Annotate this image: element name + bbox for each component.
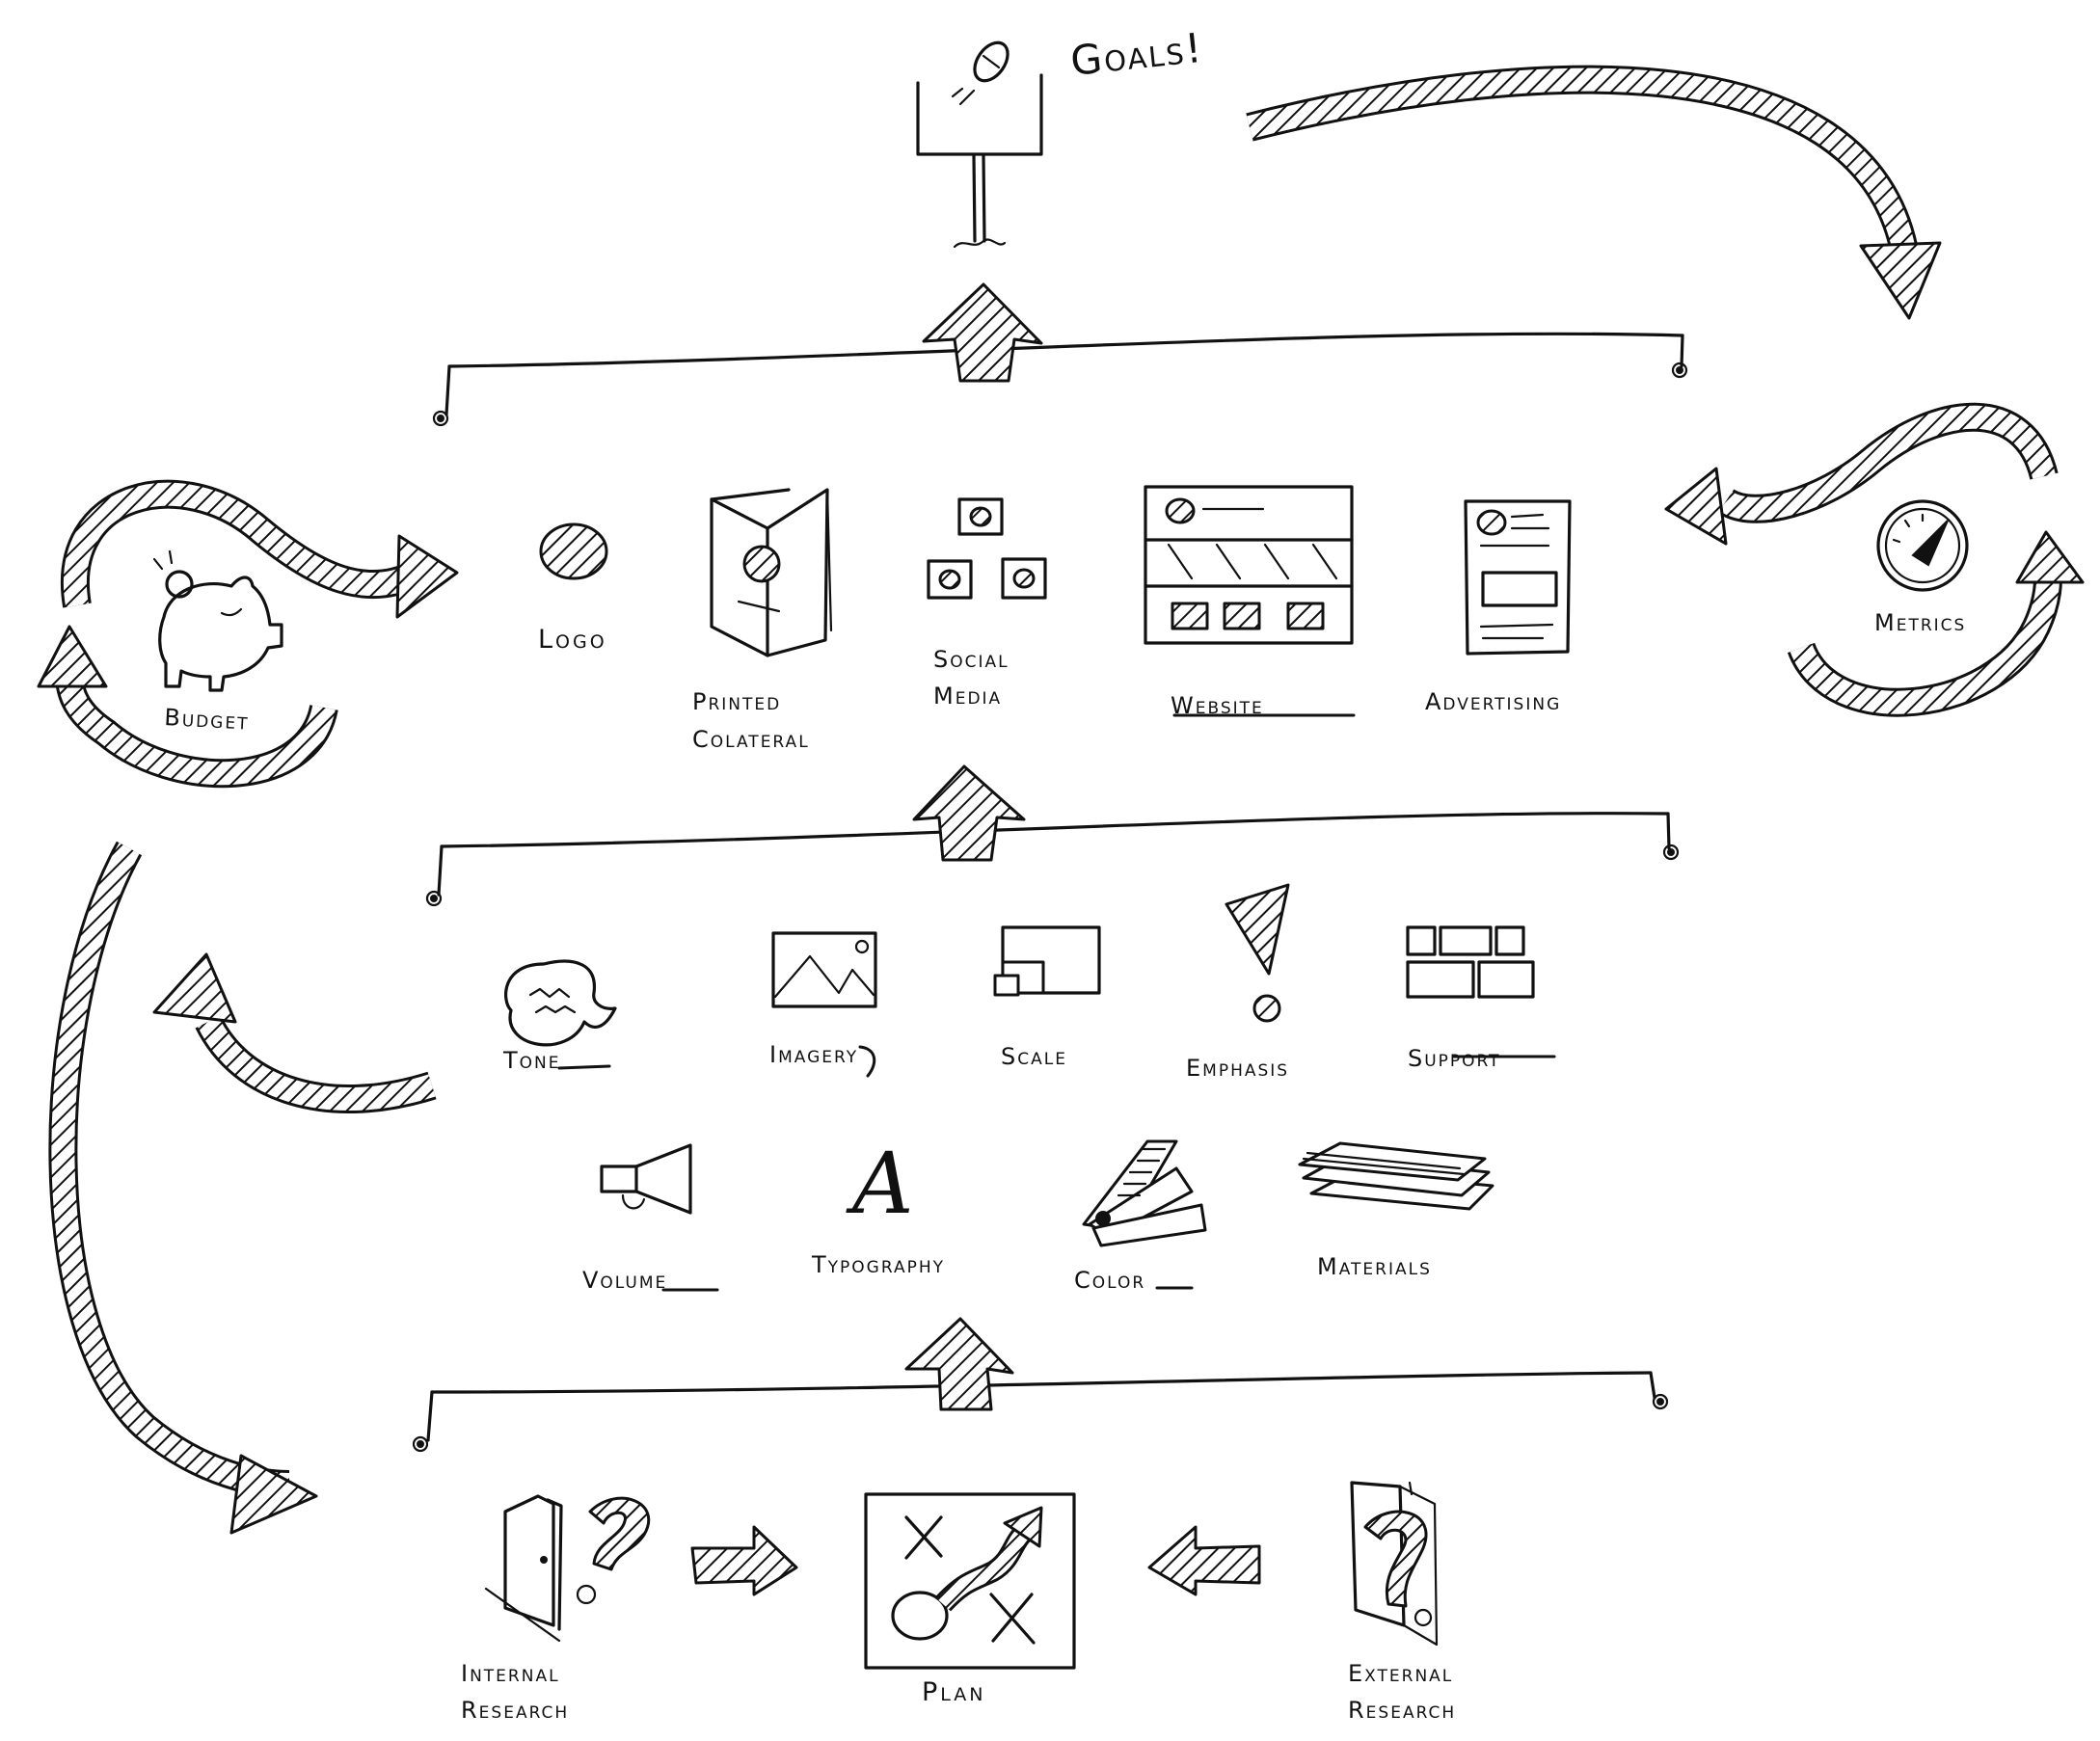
speedometer-icon — [1876, 499, 1969, 592]
external-research-label-line1: External — [1348, 1660, 1453, 1687]
goal-post-icon — [916, 40, 1043, 249]
typography-label: Typography — [811, 1251, 945, 1278]
social-media-label-line2: Media — [933, 683, 1002, 710]
arrow-internal-to-plan — [690, 1525, 798, 1596]
speech-bubble-icon — [504, 959, 617, 1047]
imagery-flourish — [858, 1045, 876, 1078]
volume-label: Volume — [582, 1267, 667, 1294]
advertising-label: Advertising — [1425, 688, 1561, 715]
plan-label: Plan — [922, 1677, 986, 1707]
logo-label: Logo — [538, 625, 607, 655]
brochure-icon — [710, 488, 833, 657]
piggy-bank-icon — [152, 549, 283, 692]
brick-wall-icon — [1406, 925, 1535, 999]
support-label: Support — [1408, 1045, 1501, 1072]
website-icon — [1144, 485, 1354, 645]
budget-label: Budget — [164, 704, 251, 736]
color-label: Color — [1074, 1267, 1145, 1294]
up-arrow-to-goals — [922, 282, 1043, 383]
image-placeholder-icon — [771, 931, 877, 1008]
exclamation-icon — [1225, 883, 1290, 1023]
football-icon — [951, 40, 1010, 106]
research-bracket — [412, 1371, 1669, 1453]
internal-research-label-line1: Internal — [461, 1660, 560, 1687]
metrics-label: Metrics — [1874, 609, 1966, 636]
scale-icon — [993, 925, 1101, 997]
up-arrow-to-qualities — [904, 1317, 1014, 1411]
goals-label: Goals! — [1068, 24, 1205, 85]
left-feedback-arrow — [48, 841, 318, 1535]
scale-label: Scale — [1001, 1043, 1067, 1070]
letter-a-icon: A — [846, 1134, 914, 1233]
feedback-arrow-goals-to-metrics — [1246, 65, 1942, 320]
emphasis-label: Emphasis — [1186, 1055, 1289, 1082]
up-arrow-to-deliverables — [912, 764, 1026, 862]
game-plan-icon — [864, 1492, 1076, 1670]
color-swatch-icon — [1082, 1139, 1207, 1247]
social-media-label-line1: Social — [933, 646, 1010, 673]
budget-cycle-arrows — [37, 479, 459, 789]
paper-stack-icon — [1298, 1141, 1494, 1211]
social-media-icon — [927, 497, 1047, 600]
tone-underline — [557, 1064, 611, 1070]
qualities-return-arrow — [152, 952, 437, 1113]
metrics-cycle-arrows — [1664, 402, 2085, 717]
advertising-icon — [1464, 499, 1572, 656]
printed-collateral-label-line2: Colateral — [692, 726, 810, 753]
door-icon — [484, 1494, 563, 1643]
logo-icon — [539, 522, 608, 580]
qualities-bracket — [425, 812, 1680, 907]
arrow-external-to-plan — [1147, 1525, 1261, 1596]
imagery-label: Imagery — [769, 1041, 858, 1068]
printed-collateral-label-line1: Printed — [692, 688, 781, 715]
external-research-label-line2: Research — [1348, 1697, 1456, 1724]
tone-label: Tone — [502, 1047, 561, 1074]
deliverables-bracket — [432, 332, 1688, 427]
internal-research-label-line2: Research — [461, 1697, 569, 1724]
external-question-mark-icon — [1363, 1510, 1433, 1627]
question-mark-icon — [576, 1496, 651, 1605]
megaphone-icon — [600, 1143, 692, 1215]
materials-label: Materials — [1317, 1253, 1432, 1280]
open-door-icon — [1350, 1481, 1439, 1647]
